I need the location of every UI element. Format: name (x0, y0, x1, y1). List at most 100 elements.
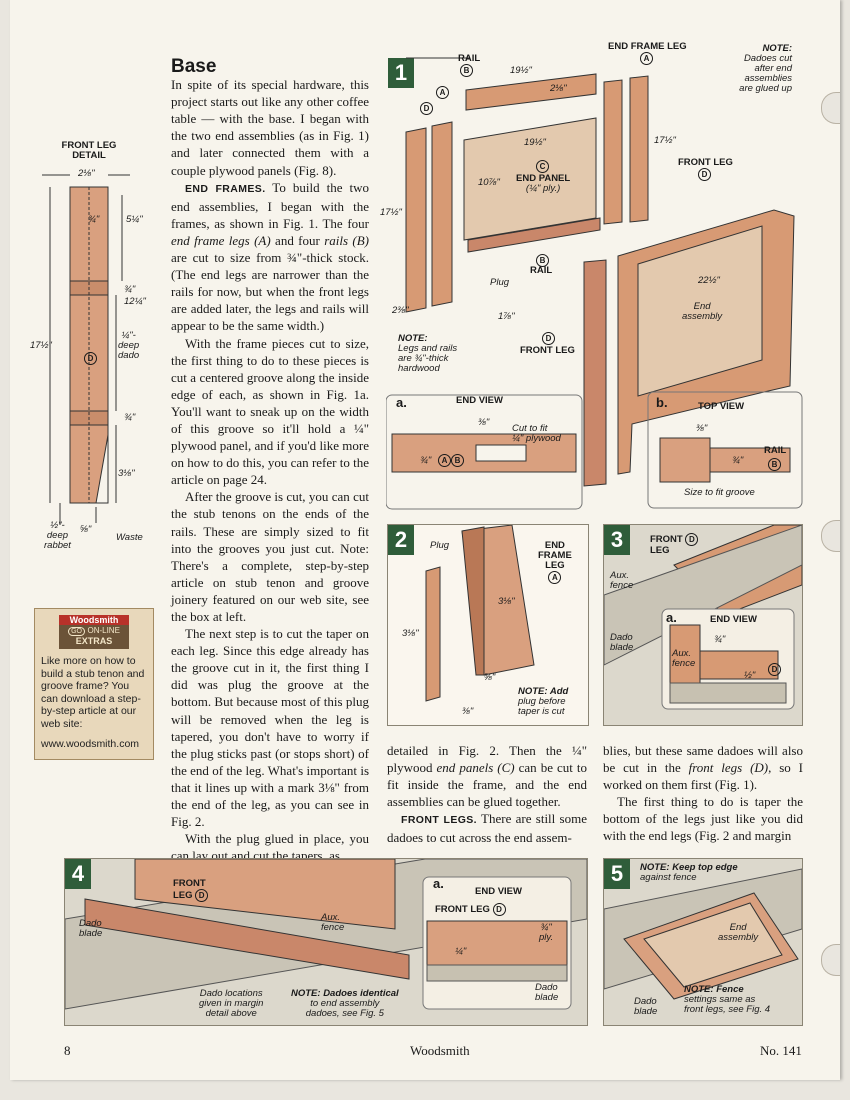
detail-a-34: ¾" (420, 455, 432, 466)
dim-318: 3⅛" (118, 468, 135, 479)
detail-a-38: ⅜" (478, 417, 490, 428)
dim-34c: ¾" (124, 412, 136, 423)
front-leg-id: D (542, 332, 555, 345)
figure-number: 5 (604, 859, 630, 889)
detail-a-front-leg: FRONT LEG D (435, 903, 506, 916)
detail-a-title: END VIEW (710, 614, 757, 625)
article-column-1: Base In spite of its special hardware, t… (171, 56, 369, 864)
front-leg-detail: FRONT LEG DETAIL 2⅛" ¾" 5¼" ¾" 12¼" ¼"-d… (30, 135, 160, 565)
magazine-name: Woodsmith (410, 1043, 470, 1058)
dim-2212: 22½" (698, 275, 720, 286)
panel-id: C (536, 160, 549, 173)
dim-318-left: 3⅛" (402, 628, 419, 639)
dim-1712: 17½" (380, 207, 402, 218)
leg-a-id: A (436, 86, 449, 99)
detail-a-letter: a. (433, 876, 444, 891)
detail-b-size: Size to fit groove (684, 487, 755, 498)
total-length: 17½" (30, 340, 52, 351)
figure-number: 4 (65, 859, 91, 889)
dim-238: 2⅜" (392, 305, 409, 316)
table-saw-drawing (604, 525, 802, 710)
online-extras-url[interactable]: www.woodsmith.com (41, 738, 140, 750)
dim-514: 5¼" (126, 214, 143, 225)
paragraph: After the groove is cut, you can cut the… (171, 489, 369, 624)
rail-label: RAIL (458, 53, 481, 64)
article-column-2: detailed in Fig. 2. Then the ¼" plywood … (387, 742, 587, 847)
paragraph: With the frame pieces cut to size, the f… (171, 335, 369, 488)
dim-1912b: 19½" (524, 137, 546, 148)
dim-318-right: 3⅛" (498, 596, 515, 607)
table-saw-drawing (65, 859, 587, 1010)
detail-b-title: TOP VIEW (698, 401, 745, 412)
rail-id: B (460, 64, 473, 77)
leg-taper-drawing (425, 525, 535, 702)
dim-58: ⅝" (80, 524, 92, 535)
detail-title-2: DETAIL (72, 150, 106, 161)
rail-id-2: B (536, 254, 549, 267)
paragraph: The next step is to cut the taper on eac… (171, 626, 369, 830)
paragraph: FRONT LEGS. There are still some dadoes … (387, 811, 587, 846)
dim-178: 1⅞" (498, 311, 515, 322)
paragraph: blies, but these same dadoes will also b… (603, 743, 803, 793)
dim-1078: 10⅞" (478, 177, 500, 188)
rail-label-2: RAIL (530, 265, 553, 276)
detail-b-letter: b. (656, 395, 668, 410)
detail-b-rail: RAIL (764, 445, 787, 456)
figure-number: 3 (604, 525, 630, 555)
end-assembly-saw-drawing (604, 868, 802, 1000)
detail-title: FRONT LEG (61, 140, 117, 151)
aux-fence-label: Aux.fence (321, 912, 345, 933)
exploded-frame-drawing (386, 57, 803, 510)
detail-a-title: END VIEW (475, 886, 522, 897)
article-column-3: blies, but these same dadoes will also b… (603, 742, 803, 845)
leg-d-id: D (420, 102, 433, 115)
detail-b-rail-id: B (768, 458, 781, 471)
front-leg-drawing (42, 174, 130, 525)
dim-1912: 19½" (510, 65, 532, 76)
detail-a-14: ¼" (455, 946, 467, 957)
dim-1214: 12¼" (124, 296, 146, 307)
figure-number: 1 (388, 58, 414, 88)
detail-a-12: ½" (744, 670, 756, 681)
binder-hole-icon (821, 520, 840, 552)
plug-label: Plug (430, 540, 450, 551)
leg-id: D (84, 352, 97, 365)
online-extras-text: Like more on how to build a stub tenon a… (41, 655, 145, 730)
dim-34: ¾" (88, 214, 100, 225)
dim-1712b: 17½" (654, 135, 676, 146)
figure-number: 2 (388, 525, 414, 555)
waste-label: Waste (116, 532, 143, 543)
detail-b-38: ⅜" (696, 423, 708, 434)
detail-b-34: ¾" (732, 455, 744, 466)
paragraph: detailed in Fig. 2. Then the ¼" plywood … (387, 743, 588, 810)
section-heading: Base (171, 56, 217, 77)
end-frame-leg-id: A (640, 52, 653, 65)
end-panel-label: END PANEL(¼" ply.) (516, 173, 571, 194)
paragraph: END FRAMES. To build the two end assembl… (171, 179, 369, 334)
detail-a-letter: a. (396, 395, 407, 410)
binder-hole-icon (821, 92, 840, 124)
dim-218: 2⅛" (550, 83, 567, 94)
detail-a-letter: a. (666, 610, 677, 625)
end-frame-leg-label: END FRAME LEG (608, 41, 687, 52)
plug-label: Plug (490, 277, 510, 288)
